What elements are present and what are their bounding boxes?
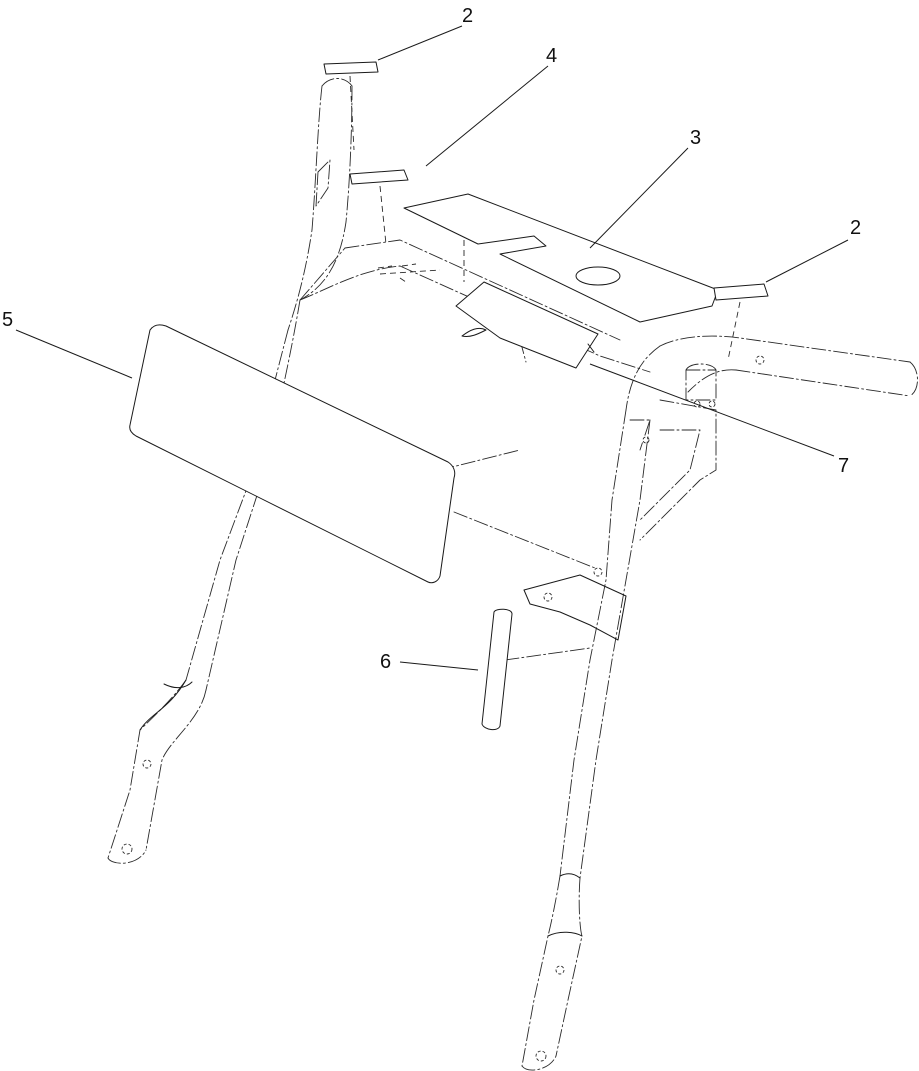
callout-3: 3	[690, 127, 701, 149]
decal-7	[455, 281, 599, 369]
leader-lines	[15, 25, 849, 671]
callout-2-left: 2	[462, 5, 473, 27]
decal-4	[349, 169, 409, 245]
decal-2-left	[323, 61, 379, 151]
decal-3	[403, 193, 719, 323]
callout-6: 6	[380, 651, 391, 673]
callout-5: 5	[2, 309, 13, 331]
decal-6	[481, 608, 513, 731]
callout-2-right: 2	[850, 217, 861, 239]
callout-4: 4	[546, 45, 557, 67]
callout-7: 7	[838, 455, 849, 477]
callout-labels: 2 4 3 2 5 7 6	[2, 5, 861, 673]
decal-5	[129, 324, 456, 584]
decal-2-right	[713, 283, 769, 361]
